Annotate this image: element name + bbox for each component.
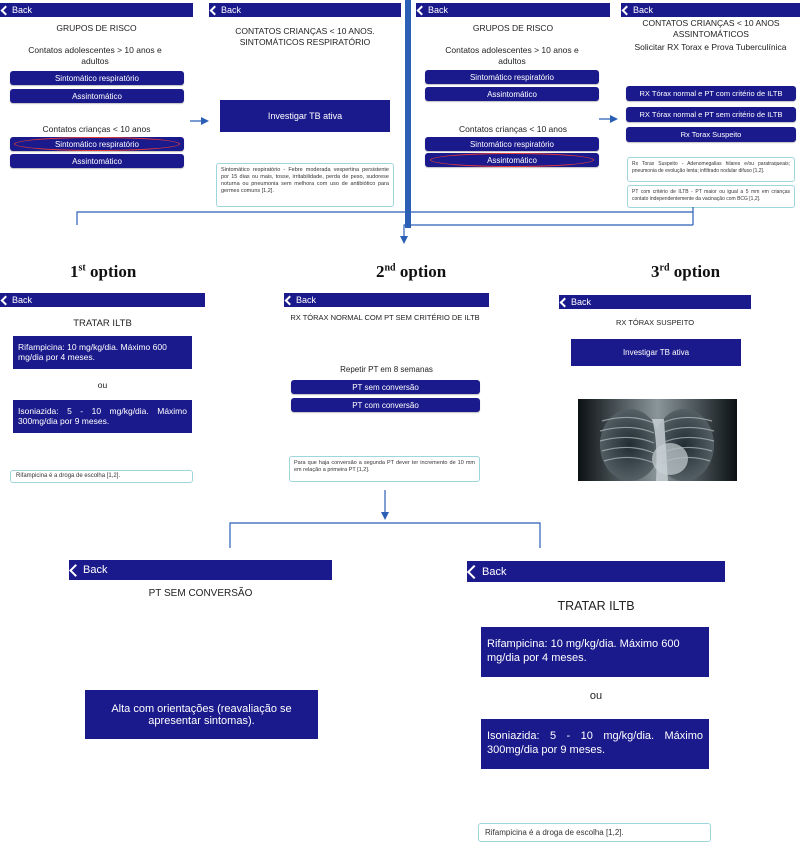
isoniazida-box: Isoniazida: 5 - 10 mg/kg/dia. Máximo 300… xyxy=(13,400,192,433)
back-bar[interactable]: Back xyxy=(209,3,401,17)
children-heading: Contatos crianças < 10 anos xyxy=(42,124,151,134)
screen-title: GRUPOS DE RISCO xyxy=(56,23,137,33)
back-bar[interactable]: Back xyxy=(69,560,332,580)
selection-highlight xyxy=(430,153,594,167)
pt-sem-conversao-button[interactable]: PT sem conversão xyxy=(291,380,480,394)
back-bar[interactable]: Back xyxy=(559,295,751,309)
child-assintomatico-button[interactable]: Assintomático xyxy=(10,154,184,168)
screen-title: TRATAR ILTB xyxy=(73,318,132,329)
adolescent-heading: Contatos adolescentes > 10 anos e adulto… xyxy=(445,45,579,66)
screen-title: CONTATOS CRIANÇAS < 10 ANOS ASSINTOMÁTIC… xyxy=(642,18,780,39)
section-divider xyxy=(405,0,411,228)
screen-title: PT SEM CONVERSÃO xyxy=(148,588,253,599)
repeat-pt-label: Repetir PT em 8 semanas xyxy=(340,365,433,374)
info-note: Sintomático respiratório - Febre moderad… xyxy=(216,163,394,207)
assintomatico-button[interactable]: Assintomático xyxy=(425,87,599,101)
back-label: Back xyxy=(482,565,507,578)
xray-drawing xyxy=(578,399,737,481)
back-label: Back xyxy=(12,5,33,15)
chevron-left-icon xyxy=(559,297,570,307)
rx-normal-sem-criterio-button[interactable]: RX Tórax normal e PT sem critério de ILT… xyxy=(626,107,796,122)
chest-xray-image xyxy=(578,399,737,481)
children-heading: Contatos crianças < 10 anos xyxy=(459,124,567,134)
screen-title: RX TÓRAX SUSPEITO xyxy=(615,318,695,327)
sintomatico-button[interactable]: Sintomático respiratório xyxy=(425,70,599,84)
back-bar[interactable]: Back xyxy=(466,561,725,582)
screen-title: GRUPOS DE RISCO xyxy=(472,23,554,33)
info-note: Rifampicina é a droga de escolha [1,2]. xyxy=(10,470,193,483)
pt-criterio-note: PT com critério de ILTB - PT maior ou ig… xyxy=(627,185,795,208)
back-label: Back xyxy=(633,5,654,15)
investigar-tb-box: Investigar TB ativa xyxy=(571,339,741,366)
assintomatico-button[interactable]: Assintomático xyxy=(10,89,184,103)
screen-title: RX TÓRAX NORMAL COM PT SEM CRITÉRIO DE I… xyxy=(290,313,480,322)
rifampicina-box: Rifampicina: 10 mg/kg/dia. Máximo 600 mg… xyxy=(481,627,709,677)
back-label: Back xyxy=(83,564,108,576)
back-bar[interactable]: Back xyxy=(0,3,193,17)
back-label: Back xyxy=(571,297,592,307)
chevron-left-icon xyxy=(0,295,11,305)
adolescent-heading: Contatos adolescentes > 10 anos e adulto… xyxy=(28,45,162,66)
screen-title: TRATAR ILTB xyxy=(557,599,635,613)
back-label: Back xyxy=(221,5,242,15)
alta-orientacoes-box: Alta com orientações (reavaliação se apr… xyxy=(85,690,318,739)
investigar-tb-box: Investigar TB ativa xyxy=(220,100,390,132)
screen-subtitle: Solicitar RX Torax e Prova Tuberculínica xyxy=(634,42,787,52)
rx-normal-com-criterio-button[interactable]: RX Tórax normal e PT com critério de ILT… xyxy=(626,86,796,101)
isoniazida-box: Isoniazida: 5 - 10 mg/kg/dia. Máximo 300… xyxy=(481,719,709,769)
rx-suspeito-button[interactable]: Rx Torax Suspeito xyxy=(626,127,796,142)
pt-com-conversao-button[interactable]: PT com conversão xyxy=(291,398,480,412)
back-bar[interactable]: Back xyxy=(621,3,800,17)
info-note: Rifampicina é a droga de escolha [1,2]. xyxy=(478,823,711,842)
back-label: Back xyxy=(296,295,317,305)
back-bar[interactable]: Back xyxy=(416,3,610,17)
selection-highlight xyxy=(14,137,180,151)
option-1-label: 1st option xyxy=(70,262,137,281)
chevron-left-icon xyxy=(69,563,82,577)
rifampicina-box: Rifampicina: 10 mg/kg/dia. Máximo 600 mg… xyxy=(13,336,192,369)
rx-suspeito-note: Rx Torax Suspeito - Adenomegalias hilare… xyxy=(627,157,795,182)
back-bar[interactable]: Back xyxy=(0,293,205,307)
back-label: Back xyxy=(428,5,449,15)
option-3-label: 3rd option xyxy=(651,262,721,281)
chevron-left-icon xyxy=(466,564,482,579)
back-bar[interactable]: Back xyxy=(284,293,489,307)
back-label: Back xyxy=(12,295,33,305)
ou-separator: ou xyxy=(97,380,108,390)
screen-title: CONTATOS CRIANÇAS < 10 ANOS. SINTOMÁTICO… xyxy=(235,26,375,47)
chevron-left-icon xyxy=(284,295,295,305)
info-note: Para que haja conversão a segunda PT dev… xyxy=(289,456,480,482)
sintomatico-button[interactable]: Sintomático respiratório xyxy=(10,71,184,85)
ou-separator: ou xyxy=(589,690,603,702)
child-sintomatico-button[interactable]: Sintomático respiratório xyxy=(425,137,599,151)
option-2-label: 2nd option xyxy=(376,262,447,281)
